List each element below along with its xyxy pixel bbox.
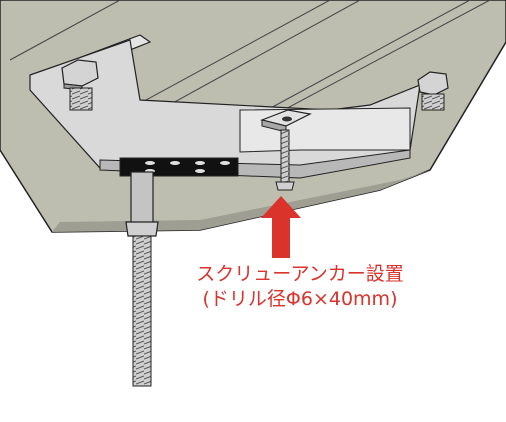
- up-arrow-icon: [261, 196, 301, 258]
- threaded-rod: [125, 171, 159, 387]
- hex-nut-right: [417, 71, 449, 111]
- mounting-bracket: [29, 34, 421, 179]
- annotation-line-2: (ドリル径Φ6×40mm): [202, 288, 398, 310]
- hex-nut-left: [61, 59, 99, 111]
- anchor-plate: [260, 109, 312, 133]
- annotation-line-1: スクリューアンカー設置: [196, 263, 404, 285]
- screw-anchor: [275, 129, 295, 191]
